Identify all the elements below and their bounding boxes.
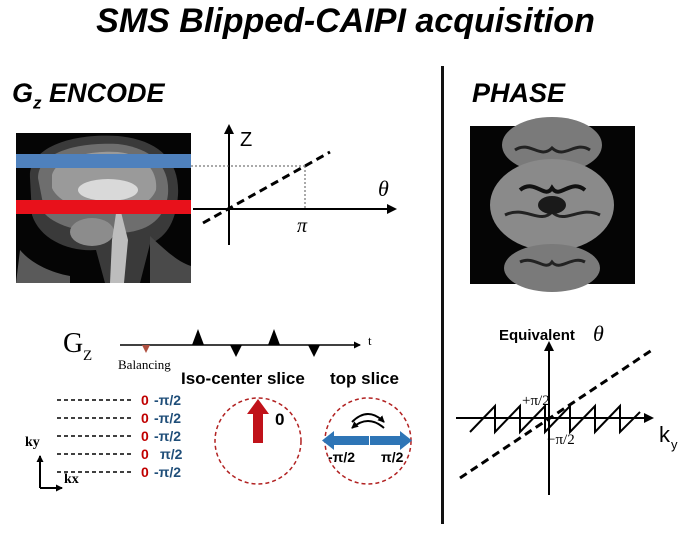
phase-row-zero: 0 [141,392,149,408]
top-arrow-right-shaft [370,436,402,445]
equivalent-label: Equivalent [499,327,575,344]
blip-down-2 [308,345,320,357]
phase-row-value: -π/2 [154,428,181,444]
rotation-arrow-2 [351,420,385,429]
top-slice-circle: -π/2 π/2 [322,397,412,485]
kx-label: kx [64,472,79,487]
iso-circle-outline [214,397,302,485]
page-title: SMS Blipped-CAIPI acquisition [96,2,595,40]
gradient-timeline: G Z t Balancing Iso-center slice top sli… [63,328,399,388]
iso-arrow-shaft [253,413,263,443]
plus-pi-half: +π/2 [522,393,550,409]
axial-phase-image [470,117,635,292]
top-slice-label: top slice [330,369,399,388]
top-right-phase: π/2 [381,449,404,465]
iso-center-circle: 0 [214,397,302,485]
theta-label: θ [378,176,389,201]
equivalent-theta-plot: Equivalent θ +π/2 −π/2 k y [456,321,678,495]
iso-arrow-head [247,399,269,414]
blip-up-2 [268,329,280,345]
phase-row-value: -π/2 [154,392,181,408]
phase-row-value: π/2 [160,446,183,462]
k-space-axes: ky kx [25,435,79,492]
phase-row-zero: 0 [141,428,149,444]
phase-row-value: -π/2 [154,410,181,426]
gz-encode-plot: Z θ π [191,124,397,245]
gz-z-sub: Z [83,348,92,364]
gz-g: G [12,78,34,108]
blip-down-1 [230,345,242,357]
balancing-blip [142,345,150,353]
phase-heading: PHASE [472,78,566,108]
minus-pi-half: −π/2 [547,432,575,448]
vertical-divider [441,66,444,524]
ky-axis-sub: y [671,437,678,452]
ky-label: ky [25,435,40,450]
top-arrow-right-head [400,431,412,450]
z-label: Z [240,129,252,151]
gz-g-label: G [63,328,83,359]
pi-tick: π [297,215,308,237]
phase-row-zero: 0 [141,446,149,462]
top-left-phase: -π/2 [328,449,355,465]
gz-encode-heading: Gz ENCODE [12,78,165,113]
equivalent-theta: θ [593,321,604,346]
rotation-arrow-1 [351,413,385,423]
phase-rows: 0 -π/2 0 -π/2 0 -π/2 0 π/2 0 -π/2 [57,392,183,480]
phase-line [202,150,331,225]
blip-up-1 [192,329,204,345]
ky-axis-label: k [659,422,671,447]
blue-slice-band [16,154,191,168]
phase-row-zero: 0 [141,464,149,480]
iso-center-label: Iso-center slice [181,369,305,388]
red-slice-band [16,200,191,214]
time-label: t [368,333,372,348]
top-arrow-left-shaft [332,436,369,445]
sawtooth-phase [469,403,641,435]
iso-phase-value: 0 [275,410,284,429]
equiv-dashed-line [459,348,653,480]
gz-rest: ENCODE [41,78,165,108]
top-arrow-left-head [322,431,334,450]
phase-row-zero: 0 [141,410,149,426]
phase-row-value: -π/2 [154,464,181,480]
gz-sub: z [33,93,42,113]
balancing-label: Balancing [118,357,171,372]
